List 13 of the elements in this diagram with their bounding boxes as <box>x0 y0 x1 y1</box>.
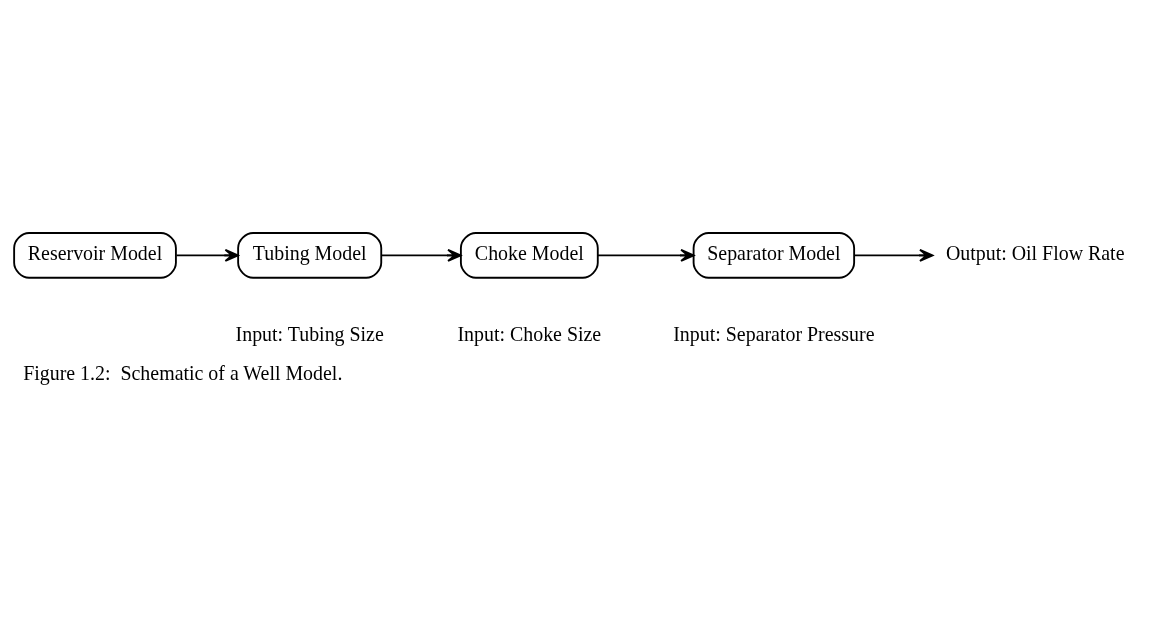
arrow <box>380 248 462 262</box>
arrow <box>853 248 934 262</box>
node-label: Input: Choke Size <box>457 322 602 345</box>
node-box: Reservoir Model <box>13 231 177 279</box>
arrow <box>175 248 239 262</box>
node-text: Output: Oil Flow Rate <box>945 241 1125 264</box>
node-label: Input: Tubing Size <box>235 322 384 345</box>
caption: Figure 1.2: Schematic of a Well Model. <box>23 361 343 384</box>
node-box: Choke Model <box>459 231 599 279</box>
arrow <box>597 248 695 262</box>
node-box: Tubing Model <box>237 231 383 279</box>
node-label: Input: Separator Pressure <box>673 322 875 345</box>
node-box: Separator Model <box>692 231 856 279</box>
